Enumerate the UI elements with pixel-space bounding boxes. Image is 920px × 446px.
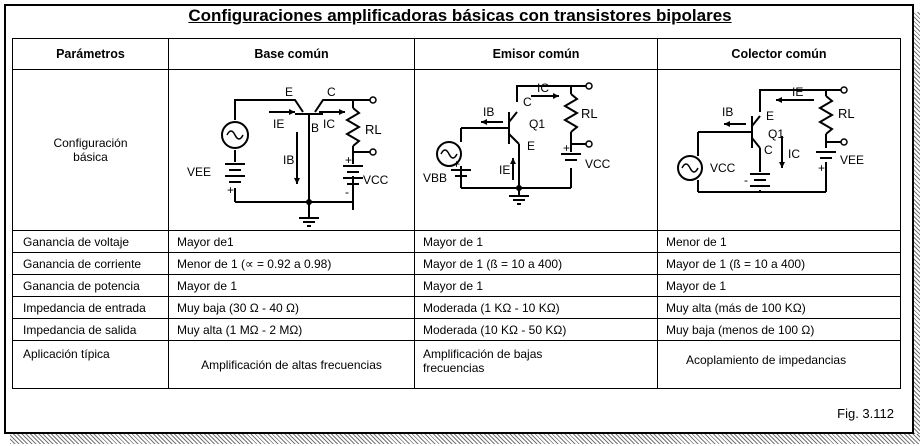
cell-colector: Menor de 1 [657, 230, 901, 253]
config-label: Configuración básica [12, 69, 169, 231]
header-row: Parámetros Base común Emisor común Colec… [12, 38, 901, 70]
header-parametros: Parámetros [12, 38, 169, 70]
label-IC: IC [537, 81, 549, 95]
param-label: Ganancia de corriente [12, 252, 169, 275]
cell-emisor: Mayor de 1 [414, 274, 658, 297]
param-label: Aplicación típica [12, 340, 169, 389]
label-C: C [327, 85, 336, 99]
table-row: Aplicación típica Amplificación de altas… [12, 340, 901, 389]
svg-text:+: + [227, 183, 234, 197]
base-comun-circuit: E C B IE IC IB RL VEE VCC + + - [187, 85, 389, 227]
cell-base: Muy baja (30 Ω - 40 Ω) [168, 296, 415, 319]
cell-colector: Muy baja (menos de 100 Ω) [657, 318, 901, 341]
label-IB: IB [283, 153, 294, 167]
frame-shadow-right [914, 12, 920, 442]
table-row: Impedancia de entrada Muy baja (30 Ω - 4… [12, 296, 901, 319]
label-RL: RL [365, 122, 382, 137]
param-label: Impedancia de entrada [12, 296, 169, 319]
table-row: Ganancia de voltaje Mayor de1 Mayor de 1… [12, 230, 901, 253]
diagram-base-comun: E C B IE IC IB RL VEE VCC + + - [168, 69, 415, 231]
param-label: Impedancia de salida [12, 318, 169, 341]
label-B: B [311, 121, 319, 135]
label-C: C [523, 95, 532, 109]
cell-emisor: Moderada (1 KΩ - 10 KΩ) [414, 296, 658, 319]
param-label: Ganancia de potencia [12, 274, 169, 297]
label-IE: IE [273, 117, 284, 131]
label-RL: RL [838, 106, 855, 121]
cell-base: Menor de 1 (∝ = 0.92 a 0.98) [168, 252, 415, 275]
label-IC: IC [323, 117, 335, 131]
page-title: Configuraciones amplificadoras básicas c… [0, 6, 920, 26]
frame-shadow-bottom [10, 434, 920, 444]
config-label-line2: básica [73, 150, 108, 164]
cell-emisor: Amplificación de bajas frecuencias [414, 340, 658, 389]
comparison-table: Parámetros Base común Emisor común Colec… [12, 38, 901, 389]
config-row: Configuración básica [12, 69, 901, 231]
header-base-comun: Base común [168, 38, 415, 70]
cell-emisor: Moderada (10 KΩ - 50 KΩ) [414, 318, 658, 341]
cell-emisor: Mayor de 1 (ß = 10 a 400) [414, 252, 658, 275]
label-IB: IB [483, 105, 494, 119]
label-VBB: VBB [423, 171, 447, 185]
emisor-comun-circuit: IB IC C Q1 E RL VCC VBB IE + + [423, 81, 611, 205]
cell-base: Amplificación de altas frecuencias [168, 340, 415, 389]
table-row: Impedancia de salida Muy alta (1 MΩ - 2 … [12, 318, 901, 341]
figure-label: Fig. 3.112 [835, 406, 896, 421]
label-IE: IE [499, 163, 510, 177]
cell-colector: Mayor de 1 (ß = 10 a 400) [657, 252, 901, 275]
svg-text:+: + [563, 141, 570, 155]
svg-text:-: - [744, 173, 748, 187]
label-VCC: VCC [585, 157, 611, 171]
svg-text:+: + [453, 157, 460, 171]
diagram-colector-comun: IE IB E Q1 C RL VEE VCC IC + - [657, 69, 901, 231]
label-IB: IB [722, 105, 733, 119]
config-label-line1: Configuración [53, 136, 128, 150]
label-C: C [764, 143, 773, 157]
header-emisor-comun: Emisor común [414, 38, 658, 70]
svg-text:+: + [345, 153, 352, 167]
label-E: E [285, 85, 293, 99]
cell-base: Mayor de 1 [168, 274, 415, 297]
label-VEE: VEE [187, 165, 211, 179]
header-colector-comun: Colector común [657, 38, 901, 70]
cell-base: Mayor de1 [168, 230, 415, 253]
cell-colector: Muy alta (más de 100 KΩ) [657, 296, 901, 319]
table-row: Ganancia de potencia Mayor de 1 Mayor de… [12, 274, 901, 297]
label-IE: IE [792, 85, 803, 99]
label-E: E [766, 109, 774, 123]
label-VCC: VCC [363, 173, 389, 187]
label-E: E [527, 139, 535, 153]
diagram-emisor-comun: IB IC C Q1 E RL VCC VBB IE + + [414, 69, 658, 231]
table-row: Ganancia de corriente Menor de 1 (∝ = 0.… [12, 252, 901, 275]
label-IC: IC [788, 147, 800, 161]
cell-base: Muy alta (1 MΩ - 2 MΩ) [168, 318, 415, 341]
label-RL: RL [581, 106, 598, 121]
param-label: Ganancia de voltaje [12, 230, 169, 253]
svg-text:-: - [345, 185, 349, 199]
colector-comun-circuit: IE IB E Q1 C RL VEE VCC IC + - [677, 85, 864, 193]
cell-colector: Acoplamiento de impedancias [657, 340, 901, 389]
label-Q1: Q1 [529, 117, 545, 131]
label-VCC: VCC [710, 161, 736, 175]
label-VEE: VEE [840, 153, 864, 167]
title-text: Configuraciones amplificadoras básicas c… [188, 6, 732, 25]
cell-colector: Mayor de 1 [657, 274, 901, 297]
cell-emisor: Mayor de 1 [414, 230, 658, 253]
svg-text:+: + [818, 161, 825, 175]
label-Q1: Q1 [768, 127, 784, 141]
